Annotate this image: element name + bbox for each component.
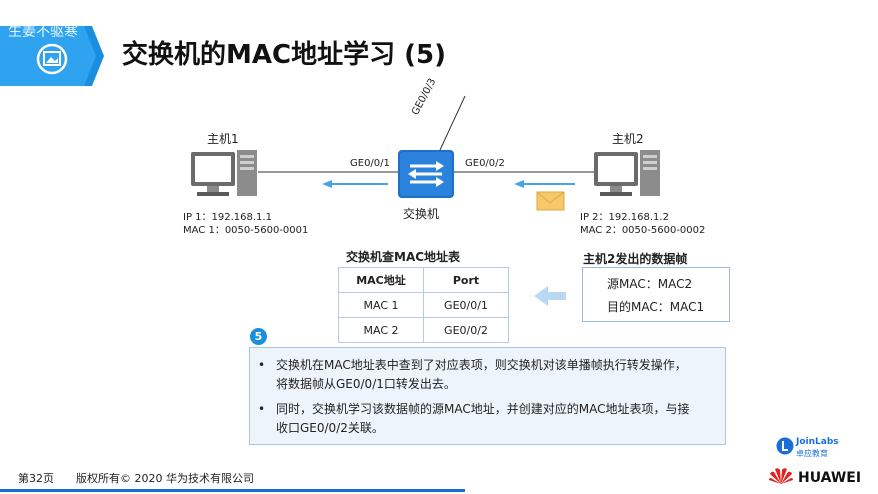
- joinlabs-subname: 卓应教育: [796, 449, 828, 458]
- joinlabs-logo-icon: [776, 437, 794, 455]
- arrow-incoming-icon: [514, 180, 575, 188]
- table-row: MAC 2 GE0/0/2: [338, 317, 509, 343]
- lookup-arrow-icon: [534, 286, 566, 306]
- link-top: [439, 95, 466, 151]
- frame-box: 源MAC：MAC2 目的MAC：MAC1: [582, 267, 730, 322]
- notes-box: • 交换机在MAC地址表中查到了对应表项，则交换机对该单播帧执行转发操作， 将数…: [249, 347, 726, 445]
- host1-label: 主机1: [207, 132, 239, 146]
- table-cell: GE0/0/1: [423, 292, 509, 318]
- host1-ip: IP 1：192.168.1.1: [183, 212, 272, 223]
- huawei-logo-icon: [769, 468, 793, 484]
- table-header-port: Port: [423, 267, 509, 293]
- host2-computer-icon: [594, 150, 660, 196]
- host1-computer-icon: [191, 150, 257, 196]
- table-row: MAC 1 GE0/0/1: [338, 292, 509, 318]
- note-2-line-1: 同时，交换机学习该数据帧的源MAC地址，并创建对应的MAC地址表项，与接: [276, 402, 690, 416]
- switch-label: 交换机: [403, 207, 440, 221]
- note-2-line-2: 收口GE0/0/2关联。: [276, 421, 384, 435]
- section-badge: [0, 26, 104, 86]
- host2-ip: IP 2：192.168.1.2: [580, 212, 669, 223]
- port-right-label: GE0/0/2: [465, 158, 505, 169]
- host1-mac: MAC 1：0050-5600-0001: [183, 225, 309, 236]
- note-1-line-2: 将数据帧从GE0/0/1口转发出去。: [276, 377, 456, 391]
- frame-title: 主机2发出的数据帧: [583, 252, 688, 266]
- huawei-brand: HUAWEI: [798, 470, 862, 486]
- host2-label: 主机2: [612, 132, 644, 146]
- page-number: 第32页: [18, 472, 54, 485]
- note-1-line-1: 交换机在MAC地址表中查到了对应表项，则交换机对该单播帧执行转发操作，: [276, 358, 687, 372]
- table-cell: MAC 2: [338, 317, 424, 343]
- host2-mac: MAC 2：0050-5600-0002: [580, 225, 706, 236]
- bullet-dot: •: [258, 358, 266, 372]
- table-header-mac: MAC地址: [338, 267, 424, 293]
- page-title: 交换机的MAC地址学习 (5): [122, 40, 446, 70]
- mac-table-title: 交换机查MAC地址表: [346, 250, 461, 264]
- footer-bar: [0, 489, 465, 492]
- joinlabs-name: JoinLabs: [796, 437, 839, 447]
- arrow-left-icon: [322, 180, 388, 188]
- frame-dst-mac: 目的MAC：MAC1: [607, 300, 705, 314]
- watermark-text: 生姜不驱寒: [8, 24, 78, 40]
- bullet-dot: •: [258, 402, 266, 416]
- table-header-row: MAC地址 Port: [338, 267, 509, 293]
- table-cell: GE0/0/2: [423, 317, 509, 343]
- switch-icon: [398, 150, 454, 198]
- port-left-label: GE0/0/1: [350, 158, 390, 169]
- step-number-badge: 5: [250, 328, 267, 345]
- table-cell: MAC 1: [338, 292, 424, 318]
- frame-src-mac: 源MAC：MAC2: [607, 277, 693, 291]
- envelope-icon: [536, 191, 565, 211]
- mac-address-table: MAC地址 Port MAC 1 GE0/0/1 MAC 2 GE0/0/2: [338, 267, 509, 343]
- copyright: 版权所有© 2020 华为技术有限公司: [76, 472, 254, 485]
